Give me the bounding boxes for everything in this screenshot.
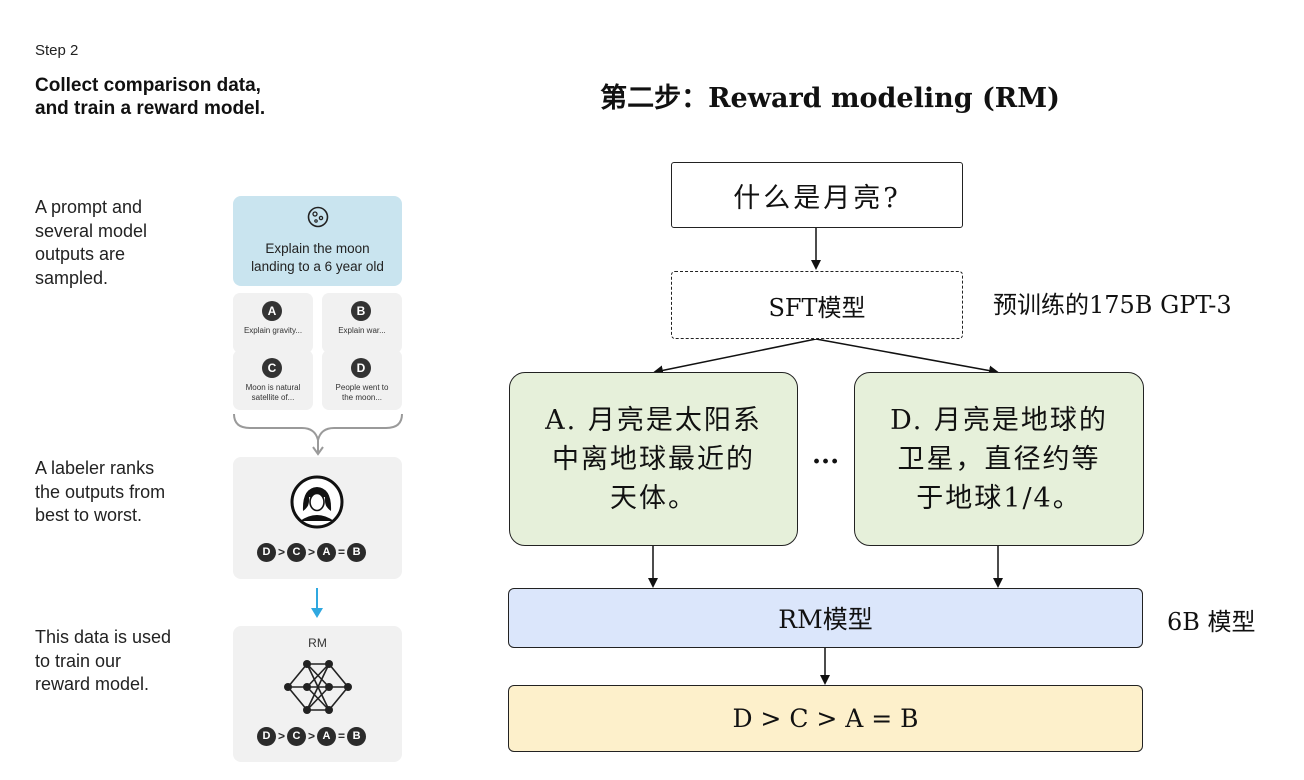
rank-item: A xyxy=(317,726,337,746)
answer-line: D. 月亮是地球的 xyxy=(890,404,1108,436)
option-line: the moon... xyxy=(341,393,383,402)
sft-model-note: 预训练的175B GPT-3 xyxy=(993,291,1232,319)
step-title-line-1: Collect comparison data, xyxy=(35,75,261,96)
description-line: the outputs from xyxy=(35,481,166,502)
ranking-row: D > C > A = B xyxy=(257,542,367,562)
description-training: This data is used to train our reward mo… xyxy=(35,626,210,697)
description-line: This data is used xyxy=(35,627,172,647)
answer-line: 于地球1/4。 xyxy=(916,482,1082,514)
description-line: A labeler ranks xyxy=(35,458,155,478)
step-title: Collect comparison data, and train a rew… xyxy=(35,74,335,120)
description-ranking: A labeler ranks the outputs from best to… xyxy=(35,457,210,528)
option-letter: A xyxy=(262,301,282,321)
rank-item: C xyxy=(287,542,307,562)
rank-symbol: = xyxy=(338,545,346,559)
ranking-row: D > C > A = B xyxy=(257,726,367,746)
rm-model-box: RM模型 xyxy=(508,588,1143,648)
prompt-line: landing to a 6 year old xyxy=(251,259,384,274)
option-a: A Explain gravity... xyxy=(233,293,313,353)
answer-d-box: D. 月亮是地球的 卫星，直径约等 于地球1/4。 xyxy=(854,372,1144,546)
description-line: best to worst. xyxy=(35,505,143,525)
option-text: People went to the moon... xyxy=(324,383,400,403)
answer-line: 天体。 xyxy=(609,482,697,514)
description-line: sampled. xyxy=(35,267,109,288)
option-line: Moon is natural xyxy=(245,383,301,392)
down-arrow-icon xyxy=(311,588,323,618)
option-text: Explain gravity... xyxy=(235,326,311,336)
option-line: Explain war... xyxy=(338,326,386,335)
answer-line: 中离地球最近的 xyxy=(551,443,755,475)
description-line: reward model. xyxy=(35,674,150,694)
description-line: outputs are xyxy=(35,244,126,264)
rank-item: B xyxy=(347,726,367,746)
diagram-title: 第二步：Reward modeling (RM) xyxy=(600,83,1060,114)
rank-item: D xyxy=(257,542,276,562)
answer-a-text: A. 月亮是太阳系 中离地球最近的 天体。 xyxy=(545,401,762,518)
description-line: several model xyxy=(35,220,148,241)
sft-model-box: SFT模型 xyxy=(671,271,963,339)
arrow-sft-to-d xyxy=(815,338,999,376)
rm-model-note: 6B 模型 xyxy=(1167,608,1256,636)
rank-symbol: > xyxy=(308,545,316,559)
option-line: satellite of... xyxy=(251,393,295,402)
option-line: Explain gravity... xyxy=(243,326,303,335)
rank-symbol: = xyxy=(338,729,346,743)
answer-line: 卫星，直径约等 xyxy=(897,443,1101,475)
rank-item: D xyxy=(257,726,276,746)
labeler-avatar-icon xyxy=(290,475,344,534)
description-line: to train our xyxy=(35,650,122,671)
option-letter: C xyxy=(262,358,282,378)
description-sampling: A prompt and several model outputs are s… xyxy=(35,196,210,290)
ranking-result-box: D > C > A = B xyxy=(508,685,1143,752)
rm-panel: RM D > C > A = B xyxy=(233,626,402,762)
labeler-panel: D > C > A = B xyxy=(233,457,402,579)
option-text: Moon is natural satellite of... xyxy=(235,383,311,403)
rank-item: C xyxy=(287,726,307,746)
moon-icon xyxy=(307,206,329,233)
rank-symbol: > xyxy=(278,545,286,559)
description-line: A prompt and xyxy=(35,197,143,217)
rm-panel-label: RM xyxy=(308,636,327,650)
step-title-line-2: and train a reward model. xyxy=(35,98,266,119)
prompt-text: Explain the moon landing to a 6 year old xyxy=(233,240,402,276)
rank-symbol: > xyxy=(278,729,286,743)
rank-item: A xyxy=(317,542,337,562)
arrow-sft-to-a xyxy=(653,338,817,376)
option-line: People went to xyxy=(335,383,389,392)
ellipsis: ... xyxy=(812,440,840,470)
rank-item: B xyxy=(347,542,367,562)
option-letter: B xyxy=(351,301,371,321)
prompt-box: Explain the moon landing to a 6 year old xyxy=(233,196,402,286)
option-b: B Explain war... xyxy=(322,293,402,353)
step-label: Step 2 xyxy=(35,42,79,59)
question-box: 什么是月亮? xyxy=(671,162,963,228)
answer-d-text: D. 月亮是地球的 卫星，直径约等 于地球1/4。 xyxy=(890,401,1108,518)
rank-symbol: > xyxy=(308,729,316,743)
option-text: Explain war... xyxy=(324,326,400,336)
prompt-line: Explain the moon xyxy=(265,241,370,256)
answer-a-box: A. 月亮是太阳系 中离地球最近的 天体。 xyxy=(509,372,798,546)
bracket-connector xyxy=(233,413,403,456)
option-letter: D xyxy=(351,358,371,378)
option-d: D People went to the moon... xyxy=(322,350,402,410)
answer-line: A. 月亮是太阳系 xyxy=(545,404,762,436)
option-c: C Moon is natural satellite of... xyxy=(233,350,313,410)
neural-network-icon xyxy=(282,656,354,723)
